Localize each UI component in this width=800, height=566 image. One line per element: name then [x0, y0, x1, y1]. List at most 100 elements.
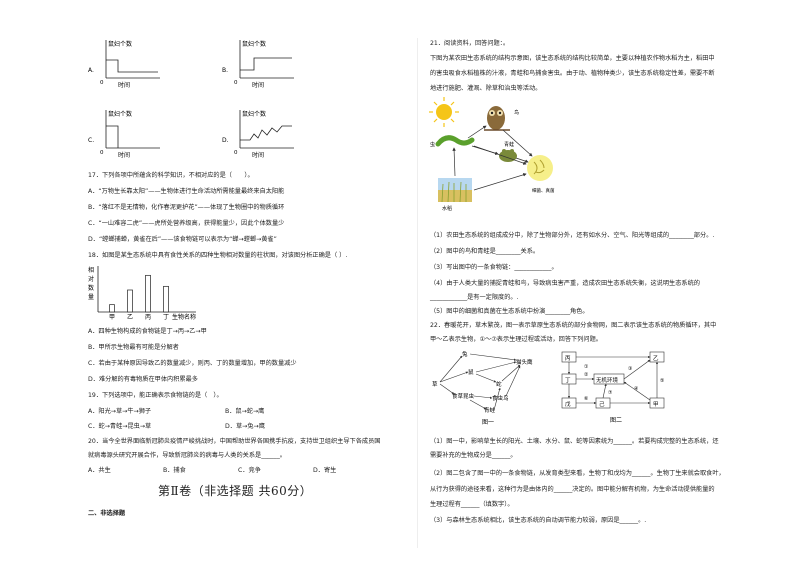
graph-c-letter: C. [88, 137, 94, 144]
bar-甲 [109, 304, 115, 313]
q21-paragraph-3: 地进行施肥、灌溉、除草和治虫等活动。 [430, 85, 542, 92]
q22-line2: 甲～乙表示生物，①～⑦表示生理过程或活动，回答下列问题。 [430, 336, 602, 343]
q19-option-b: B．鼠→蛇→鹰 [225, 408, 265, 415]
mc-step-1: ① [584, 364, 589, 370]
q18-stem: 18．如图是某生态系统中具有食性关系的四种生物相对数量的柱状图，对该图分析正确是… [88, 252, 348, 259]
graph-b-letter: B. [222, 67, 228, 74]
graph-b-xlabel: 时间 [252, 81, 264, 89]
bacteria-icon [527, 155, 553, 181]
chart-xlabel: 生物名称 [172, 313, 196, 321]
mc-caption: 图二 [610, 417, 622, 424]
q21-sub-4b: ____________是有一定限度的。. [430, 294, 519, 301]
fw-snake: 蛇 [496, 380, 502, 388]
q17-stem: 17．下列各项中所蕴含的科学知识，不相对应的是（ ）。 [88, 172, 254, 179]
mc-step-6: ⑥ [584, 396, 589, 402]
chart-ylabel-2: 数 [88, 284, 94, 292]
mc-node-a: 丙 [565, 355, 571, 362]
bar-丙 [145, 274, 151, 313]
mc-step-7: ⑦ [608, 390, 613, 396]
q22-sub-1b: 需要补充的生物成分是______。 [430, 452, 517, 459]
q17-option-b: B．“落红不是无情物，化作春泥更护花”——体现了生物圈中的物质循环 [88, 204, 285, 211]
q20-option-a: A．共生 [88, 467, 111, 474]
q18-option-b: B．甲所示生物最有可能是分解者 [88, 344, 179, 351]
q20-line1: 20．当今全世界面临新冠肺炎疫情严峻挑战时，中国帮助世界各国携手抗疫，支持世卫组… [88, 438, 381, 445]
fw-frog: 青蛙 [484, 406, 496, 414]
q20-option-c: C．竞争 [238, 467, 261, 474]
q20-line2: 就病毒源头研究开展合作，导致新冠肺炎的病毒与人类的关系是______。 [88, 452, 286, 459]
graph-c-xlabel: 时间 [118, 151, 130, 159]
bar-label-乙: 乙 [127, 314, 133, 321]
q22-sub-1: （1）图一中，影响草生长的阳光、土壤、水分、鼠、蛇等因素统为______。若要构… [430, 438, 719, 445]
sun-icon [429, 97, 459, 127]
fw-caption: 图一 [482, 419, 494, 426]
q22-food-web: 草 兔 鼠 蛇 食草昆虫 食虫鸟 青蛙 猫头鹰 图一 [432, 350, 533, 426]
q21-sub-5: （5）图中的细菌和真菌在生态系统中扮演________角色。 [430, 308, 589, 315]
q19-stem: 19．下列选项中，能正确表示食物链的是（ ）。 [88, 392, 223, 399]
q19-option-a: A．阳光→草→牛→狮子 [88, 408, 152, 415]
graph-a: 鼠妇个数 时间 A. 0 [88, 40, 160, 89]
mc-step-3: ③ [628, 366, 632, 372]
fig-decomposer-label: 细菌、真菌 [532, 187, 555, 194]
graph-c: 鼠妇个数 时间 C. 0 [88, 110, 160, 159]
q17-option-d: D．“螳螂捕蝉，黄雀在后”——该食物链可以表示为“蝉→螳螂→黄雀” [88, 236, 277, 243]
fw-grass: 草 [432, 380, 438, 388]
mc-node-center: 无机环境 [596, 376, 619, 384]
bar-label-丙: 丙 [145, 314, 151, 321]
graph-a-xlabel: 时间 [118, 81, 130, 89]
q22-sub-3: （3）与森林生态系统相比，该生态系统的自动调节能力较弱，原因是______。. [430, 517, 647, 524]
q22-sub-2: （2）图二包含了图一中的一条食物链，从发育类型来看，生物丁和戊均为______。… [430, 470, 725, 477]
mc-node-e: 己 [599, 401, 605, 408]
section-subtitle: 二、非选择题 [88, 510, 126, 517]
q18-option-c: C．若由于某种原因导致乙的数量减少，则丙、丁的数量增加，甲的数量减少 [88, 360, 297, 367]
q21-ecosystem-figure: 鸟 虫 青蛙 细菌、真菌 水稻 [429, 97, 555, 212]
bar-乙 [127, 289, 133, 313]
mc-node-b: 乙 [653, 355, 659, 362]
svg-text:0: 0 [234, 150, 238, 156]
fig-owl-label: 鸟 [514, 109, 519, 116]
q17-option-a: A．“万物生长靠太阳”——生物体进行生命活动所需能量最终来自太阳能 [88, 188, 285, 195]
q21-sub-2: （2）图中的鸟和青蛙是________关系。 [430, 248, 540, 255]
svg-text:0: 0 [234, 80, 238, 86]
bar-label-丁: 丁 [163, 314, 169, 321]
column-divider [417, 38, 418, 548]
q22-sub-2b: 从行为获得的途径来看，这种行为是由体内的______决定的。图中能分解有机物，为… [430, 486, 715, 493]
graph-b-ylabel: 鼠妇个数 [242, 40, 266, 48]
fig-worm-label: 虫 [430, 141, 435, 148]
graph-d: 鼠妇个数 时间 D. 0 [222, 110, 294, 159]
graph-d-xlabel: 时间 [252, 151, 264, 159]
graph-d-ylabel: 鼠妇个数 [242, 110, 266, 118]
mc-step-4: ④ [634, 386, 639, 392]
q18-option-a: A．四种生物构成的食物链是丁→丙→乙→甲 [88, 328, 207, 335]
graph-d-letter: D. [222, 137, 229, 144]
fig-rice-label: 水稻 [442, 205, 452, 212]
fw-rabbit: 兔 [462, 350, 468, 358]
q20-option-d: D．寄生 [313, 467, 337, 474]
bar-丁 [163, 285, 169, 313]
q19-option-d: D．草→兔→鹰 [225, 423, 265, 430]
q22-sub-2c: 生理过程有______（填数字）。 [430, 501, 514, 508]
section-title: 第Ⅱ卷（非选择题 共60分） [158, 484, 313, 498]
graph-a-letter: A. [88, 67, 94, 74]
q21-sub-4: （4）由于人类大量的捕捉青蛙和鸟，导致病虫害严重，造成农田生态系统失衡，这说明生… [430, 280, 700, 287]
mc-node-d: 戊 [565, 400, 571, 408]
mc-step-2: ② [584, 372, 589, 378]
fw-rat: 鼠 [468, 368, 474, 376]
svg-text:0: 0 [100, 150, 104, 156]
q19-option-c: C．蛇→青蛙→昆虫→草 [88, 423, 152, 430]
q21-paragraph-2: 的害虫吸食水稻植株的汁液，青蛙和鸟捕食害虫。由于动、植物种类少，该生态系统稳定性… [430, 70, 715, 77]
q21-sub-1: （1）农田生态系统的组成成分中，除了生物部分外，还有如水分、空气、阳光等组成的_… [430, 232, 715, 239]
rice-field-icon [438, 178, 472, 203]
q22-material-cycle: 丙 乙 丁 戊 己 甲 无机环境 ① ② ③ ④ ⑤ ⑥ ⑦ 图二 [561, 351, 664, 424]
chart-ylabel-3: 量 [88, 294, 94, 301]
q18-bar-chart: 相 对 数 量 甲乙丙丁 生物名称 [88, 266, 196, 321]
mc-node-f: 甲 [653, 401, 659, 408]
graph-a-ylabel: 鼠妇个数 [108, 40, 132, 48]
q22-line1: 22．春暖花开，草木繁茂，图一表示草原生态系统的部分食物网，图二表示该生态系统的… [430, 322, 717, 329]
q21-stem: 21．阅读资料，回答问题：。 [430, 40, 510, 47]
q20-option-b: B．捕食 [163, 467, 186, 474]
fw-eagle: 猫头鹰 [516, 358, 533, 366]
q21-paragraph-1: 下图为某农田生态系统的结构示意图，该生态系统的结构比较简单，主要以种植农作物水稻… [430, 55, 715, 62]
mc-node-c: 丁 [565, 377, 571, 384]
owl-icon [484, 106, 510, 131]
graph-c-ylabel: 鼠妇个数 [108, 110, 132, 118]
